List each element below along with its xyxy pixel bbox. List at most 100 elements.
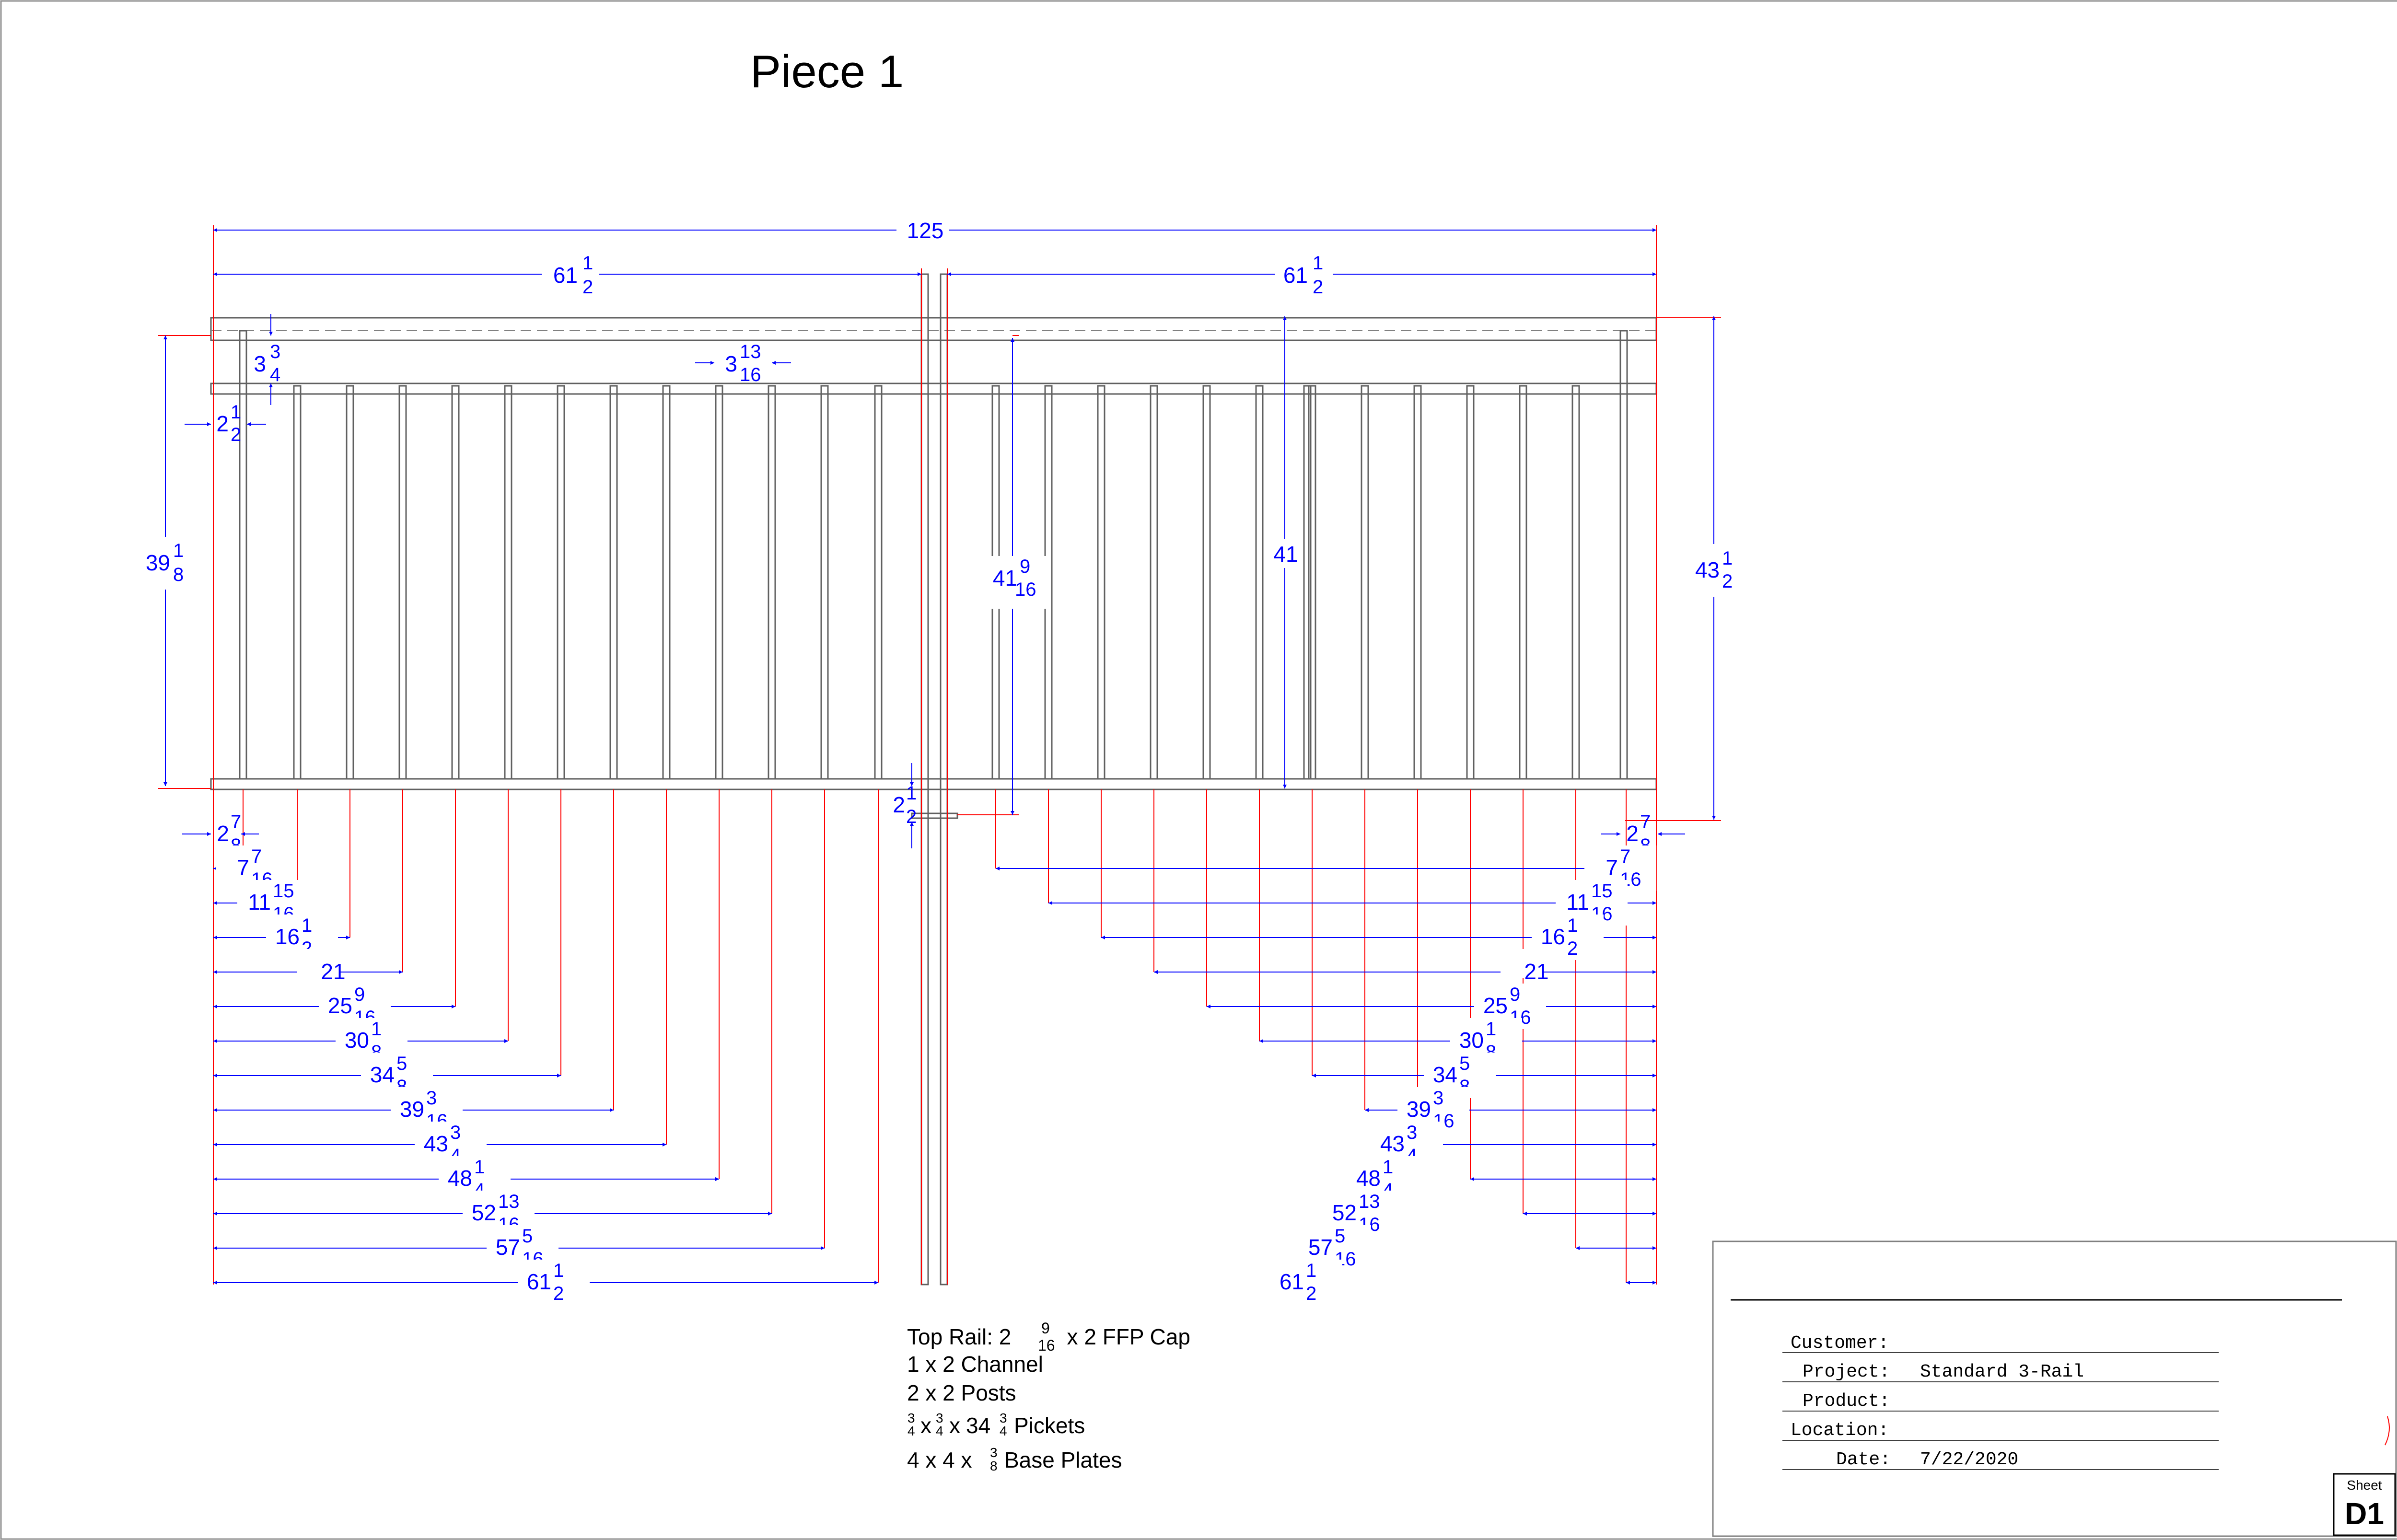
picket: [346, 385, 354, 780]
svg-text:3: 3: [1433, 1088, 1443, 1109]
picket: [609, 385, 618, 780]
picket: [504, 385, 512, 780]
svg-text:15: 15: [273, 880, 294, 902]
post-width-dimension-label: 2 1 2: [216, 402, 241, 445]
posts-note: 2 x 2 Posts: [907, 1380, 1016, 1405]
svg-text:2: 2: [231, 424, 241, 445]
picket: [662, 385, 671, 780]
sheet-label: Sheet: [2347, 1478, 2382, 1493]
picket: [398, 385, 407, 780]
svg-text:4: 4: [270, 364, 280, 385]
page-title: Piece 1: [750, 46, 904, 97]
svg-text:9: 9: [354, 984, 365, 1005]
svg-text:2: 2: [906, 806, 917, 827]
left-half-dimension-label: 61 1 2: [542, 253, 599, 300]
svg-text:5: 5: [1459, 1053, 1470, 1074]
channel-note: 1 x 2 Channel: [907, 1352, 1043, 1377]
svg-text:9: 9: [1041, 1320, 1050, 1337]
location-label: Location:: [1791, 1420, 1889, 1441]
svg-text:8: 8: [990, 1459, 998, 1473]
svg-text:1: 1: [474, 1157, 485, 1178]
svg-text:25: 25: [1483, 993, 1508, 1018]
bottom-rail: [210, 778, 1657, 790]
overall-dimension-label: 125: [907, 218, 944, 243]
svg-text:5: 5: [396, 1053, 407, 1074]
svg-text:3: 3: [426, 1088, 437, 1109]
svg-text:52: 52: [1332, 1200, 1357, 1225]
svg-text:3: 3: [450, 1122, 461, 1143]
picket: [715, 385, 723, 780]
end-picket-left: [239, 330, 247, 780]
svg-text:34: 34: [370, 1062, 395, 1087]
svg-text:16: 16: [275, 924, 300, 949]
svg-text:5: 5: [522, 1226, 533, 1247]
picket: [820, 385, 829, 780]
svg-text:3: 3: [990, 1445, 998, 1460]
picket: [1303, 385, 1312, 780]
svg-text:25: 25: [328, 993, 352, 1018]
svg-text:3: 3: [908, 1411, 915, 1425]
customer-label: Customer:: [1791, 1333, 1889, 1354]
svg-text:2: 2: [1306, 1283, 1316, 1304]
right-height-dimension-label: 43 1 2: [1687, 544, 1745, 597]
svg-text:7: 7: [1640, 811, 1651, 833]
picket: [1150, 385, 1158, 780]
svg-text:16: 16: [1038, 1337, 1055, 1354]
railing-geometry: [210, 273, 1657, 1285]
picket: [1519, 385, 1527, 780]
svg-text:34: 34: [966, 1413, 990, 1438]
svg-text:2: 2: [217, 821, 229, 846]
svg-text:43: 43: [1695, 557, 1720, 582]
svg-text:9: 9: [1510, 984, 1520, 1005]
picket: [557, 385, 565, 780]
sheet-box: [2333, 1473, 2396, 1536]
svg-text:3: 3: [936, 1411, 943, 1425]
picket: [1361, 385, 1369, 780]
channel-rail: [210, 382, 1657, 395]
svg-text:41: 41: [993, 566, 1017, 591]
svg-text:11: 11: [1566, 890, 1589, 915]
svg-text:30: 30: [345, 1028, 369, 1053]
svg-text:48: 48: [1356, 1166, 1381, 1191]
svg-text:1: 1: [553, 1260, 564, 1281]
svg-text:61: 61: [527, 1269, 551, 1294]
svg-text:7: 7: [251, 846, 262, 867]
svg-text:1: 1: [1486, 1019, 1496, 1040]
picket-offset-label-right: 21: [1501, 949, 1549, 984]
svg-text:16: 16: [1541, 924, 1565, 949]
svg-text:1: 1: [1722, 548, 1733, 569]
svg-text:34: 34: [1433, 1062, 1457, 1087]
svg-text:9: 9: [1020, 556, 1030, 577]
pickets-note: 3 4 x 3 4 x 34 3 4 Pickets: [908, 1411, 1085, 1438]
svg-text:Base Plates: Base Plates: [1004, 1447, 1122, 1472]
svg-text:1: 1: [231, 402, 241, 423]
svg-text:11: 11: [248, 890, 271, 915]
svg-text:x: x: [920, 1413, 931, 1438]
svg-text:39: 39: [1407, 1097, 1431, 1122]
svg-text:4 x 4 x: 4 x 4 x: [907, 1447, 972, 1472]
picket: [451, 385, 460, 780]
svg-text:61: 61: [553, 263, 578, 288]
project-label: Project:: [1803, 1362, 1890, 1382]
materials-notes: Top Rail: 2 9 16 x 2 FFP Cap 1 x 2 Chann…: [907, 1320, 1190, 1473]
svg-text:30: 30: [1459, 1028, 1484, 1053]
svg-text:21: 21: [321, 959, 345, 984]
svg-text:39: 39: [400, 1097, 424, 1122]
svg-text:2: 2: [893, 792, 905, 817]
svg-text:1: 1: [173, 540, 184, 561]
svg-text:1: 1: [302, 915, 312, 936]
extension-lines: [158, 225, 1721, 1285]
picket: [768, 385, 776, 780]
picket-offset-label-left: 21: [297, 949, 346, 984]
svg-text:2: 2: [1567, 938, 1578, 959]
svg-text:2: 2: [1313, 277, 1323, 298]
picket: [1466, 385, 1475, 780]
svg-text:7: 7: [237, 855, 249, 880]
date-value: 7/22/2020: [1920, 1449, 2018, 1470]
end-picket-right: [1619, 330, 1628, 780]
picket: [1202, 385, 1211, 780]
picket-spacing-dimension-label: 3 13 16: [725, 341, 761, 385]
svg-text:13: 13: [498, 1191, 520, 1212]
